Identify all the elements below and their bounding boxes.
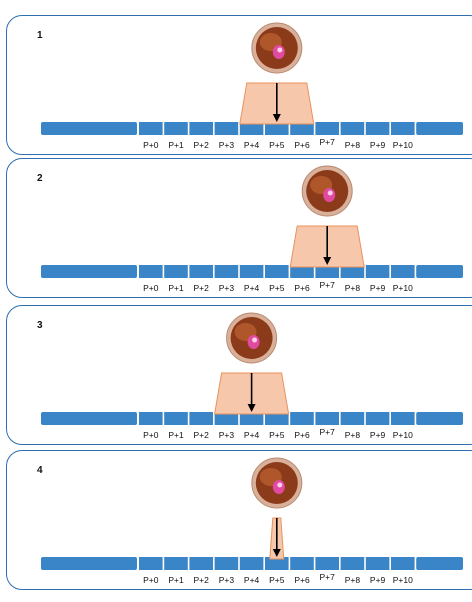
panel-illustration <box>1 159 472 299</box>
crystal-droplet-icon <box>302 166 352 216</box>
position-label: P+0 <box>143 283 158 293</box>
position-label: P+10 <box>393 575 413 585</box>
position-label: P+7 <box>320 137 335 147</box>
track-slot <box>164 122 188 135</box>
track-right-segment <box>416 122 463 135</box>
position-label: P+10 <box>393 283 413 293</box>
position-label: P+3 <box>219 283 234 293</box>
position-label: P+9 <box>370 575 385 585</box>
position-label: P+3 <box>219 575 234 585</box>
position-label: P+6 <box>294 283 309 293</box>
position-label: P+7 <box>320 427 335 437</box>
track-slot <box>139 557 163 570</box>
position-label: P+3 <box>219 140 234 150</box>
position-label: P+2 <box>194 430 209 440</box>
track-slot <box>189 122 213 135</box>
track-slot <box>189 265 213 278</box>
position-label: P+8 <box>345 430 360 440</box>
track-slot <box>341 557 365 570</box>
position-label: P+10 <box>393 430 413 440</box>
position-label: P+9 <box>370 140 385 150</box>
panel-illustration <box>1 16 472 156</box>
position-label: P+6 <box>294 140 309 150</box>
track-slot <box>366 557 390 570</box>
track-left-segment <box>41 122 137 135</box>
track-slot <box>341 412 365 425</box>
track-slot <box>215 265 239 278</box>
position-label: P+8 <box>345 140 360 150</box>
crystal-droplet-icon <box>252 23 302 73</box>
track-left-segment <box>41 412 137 425</box>
position-label: P+9 <box>370 283 385 293</box>
track-right-segment <box>416 265 463 278</box>
track-slot <box>139 412 163 425</box>
track-slot <box>315 557 339 570</box>
track-slot <box>290 557 314 570</box>
panel-illustration <box>1 306 472 446</box>
position-label: P+7 <box>320 280 335 290</box>
track-slot <box>341 122 365 135</box>
track-slot <box>315 412 339 425</box>
position-label: P+1 <box>168 575 183 585</box>
track-slot <box>290 412 314 425</box>
position-label: P+5 <box>269 140 284 150</box>
position-label: P+5 <box>269 430 284 440</box>
panel-illustration <box>1 451 472 591</box>
position-label: P+2 <box>194 283 209 293</box>
track-left-segment <box>41 557 137 570</box>
track-slot <box>215 557 239 570</box>
track-slot <box>366 122 390 135</box>
track-slot <box>391 412 415 425</box>
position-label: P+1 <box>168 430 183 440</box>
track-right-segment <box>416 557 463 570</box>
track-slot <box>139 122 163 135</box>
position-label: P+4 <box>244 140 259 150</box>
crystal-droplet-icon <box>252 458 302 508</box>
position-label: P+4 <box>244 575 259 585</box>
position-label: P+10 <box>393 140 413 150</box>
position-label: P+2 <box>194 575 209 585</box>
panel-4: 4P+0P+1P+2P+3P+4P+5P+6P+7P+8P+9P+10 <box>6 450 472 590</box>
track-left-segment <box>41 265 137 278</box>
position-label: P+5 <box>269 575 284 585</box>
track-slot <box>366 412 390 425</box>
position-label: P+8 <box>345 575 360 585</box>
position-label: P+5 <box>269 283 284 293</box>
track-slot <box>240 265 264 278</box>
track-slot <box>366 265 390 278</box>
track-slot <box>189 412 213 425</box>
crystal-droplet-icon <box>227 313 277 363</box>
track-slot <box>391 122 415 135</box>
track-right-segment <box>416 412 463 425</box>
track-slot <box>189 557 213 570</box>
position-label: P+6 <box>294 430 309 440</box>
position-label: P+4 <box>244 283 259 293</box>
track-slot <box>315 122 339 135</box>
track-slot <box>215 122 239 135</box>
position-label: P+4 <box>244 430 259 440</box>
position-label: P+2 <box>194 140 209 150</box>
track-slot <box>164 265 188 278</box>
track-slot <box>391 265 415 278</box>
position-label: P+1 <box>168 283 183 293</box>
track-slot <box>164 412 188 425</box>
position-label: P+6 <box>294 575 309 585</box>
position-label: P+3 <box>219 430 234 440</box>
position-label: P+9 <box>370 430 385 440</box>
track-slot <box>265 265 289 278</box>
track-slot <box>391 557 415 570</box>
position-label: P+8 <box>345 283 360 293</box>
track-slot <box>139 265 163 278</box>
position-label: P+1 <box>168 140 183 150</box>
position-label: P+7 <box>320 572 335 582</box>
position-label: P+0 <box>143 575 158 585</box>
position-label: P+0 <box>143 430 158 440</box>
track-slot <box>240 557 264 570</box>
track-slot <box>164 557 188 570</box>
position-label: P+0 <box>143 140 158 150</box>
